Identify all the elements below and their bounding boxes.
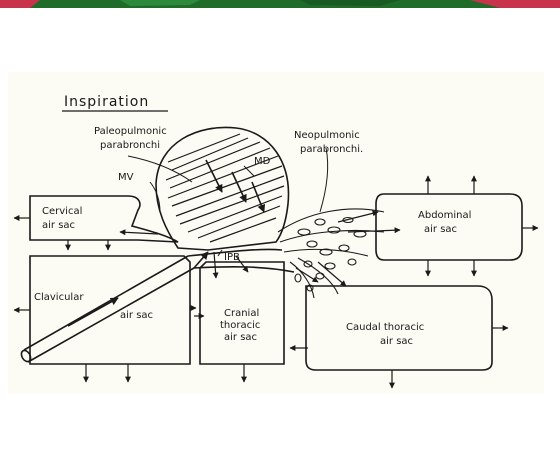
- neopulmonic-mesh: [278, 209, 384, 298]
- neopulmonic-label-2: parabronchi.: [300, 144, 363, 155]
- caudal-label-2: air sac: [380, 336, 413, 347]
- ipb-label: IPB: [224, 252, 240, 263]
- paleopulmonic-lung: [156, 127, 288, 250]
- cervical-label-2: air sac: [42, 220, 75, 231]
- clavicular-label-1: Clavicular: [34, 292, 84, 303]
- cranial-label-3: air sac: [224, 332, 257, 343]
- cranial-label-2: thoracic: [220, 320, 260, 331]
- caudal-label-1: Caudal thoracic: [346, 322, 424, 333]
- trachea: [20, 249, 294, 363]
- cervical-label-1: Cervical: [42, 206, 82, 217]
- paleopulmonic-label-1: Paleopulmonic: [94, 126, 167, 137]
- diagram-title: Inspiration: [64, 94, 149, 110]
- clavicular-label-2: air sac: [120, 310, 153, 321]
- md-label: MD: [254, 156, 271, 167]
- diagram-panel: Inspiration Cervical air: [8, 72, 544, 394]
- paleopulmonic-label-2: parabronchi: [100, 140, 160, 151]
- cervical-air-sac: [30, 196, 178, 242]
- neopulmonic-label-1: Neopulmonic: [294, 130, 360, 141]
- abdominal-label-1: Abdominal: [418, 210, 471, 221]
- top-banner-strip: [0, 0, 560, 8]
- abdominal-label-2: air sac: [424, 224, 457, 235]
- cranial-label-1: Cranial: [224, 308, 259, 319]
- mv-label: MV: [118, 172, 134, 183]
- respiratory-diagram: Inspiration Cervical air: [8, 72, 544, 394]
